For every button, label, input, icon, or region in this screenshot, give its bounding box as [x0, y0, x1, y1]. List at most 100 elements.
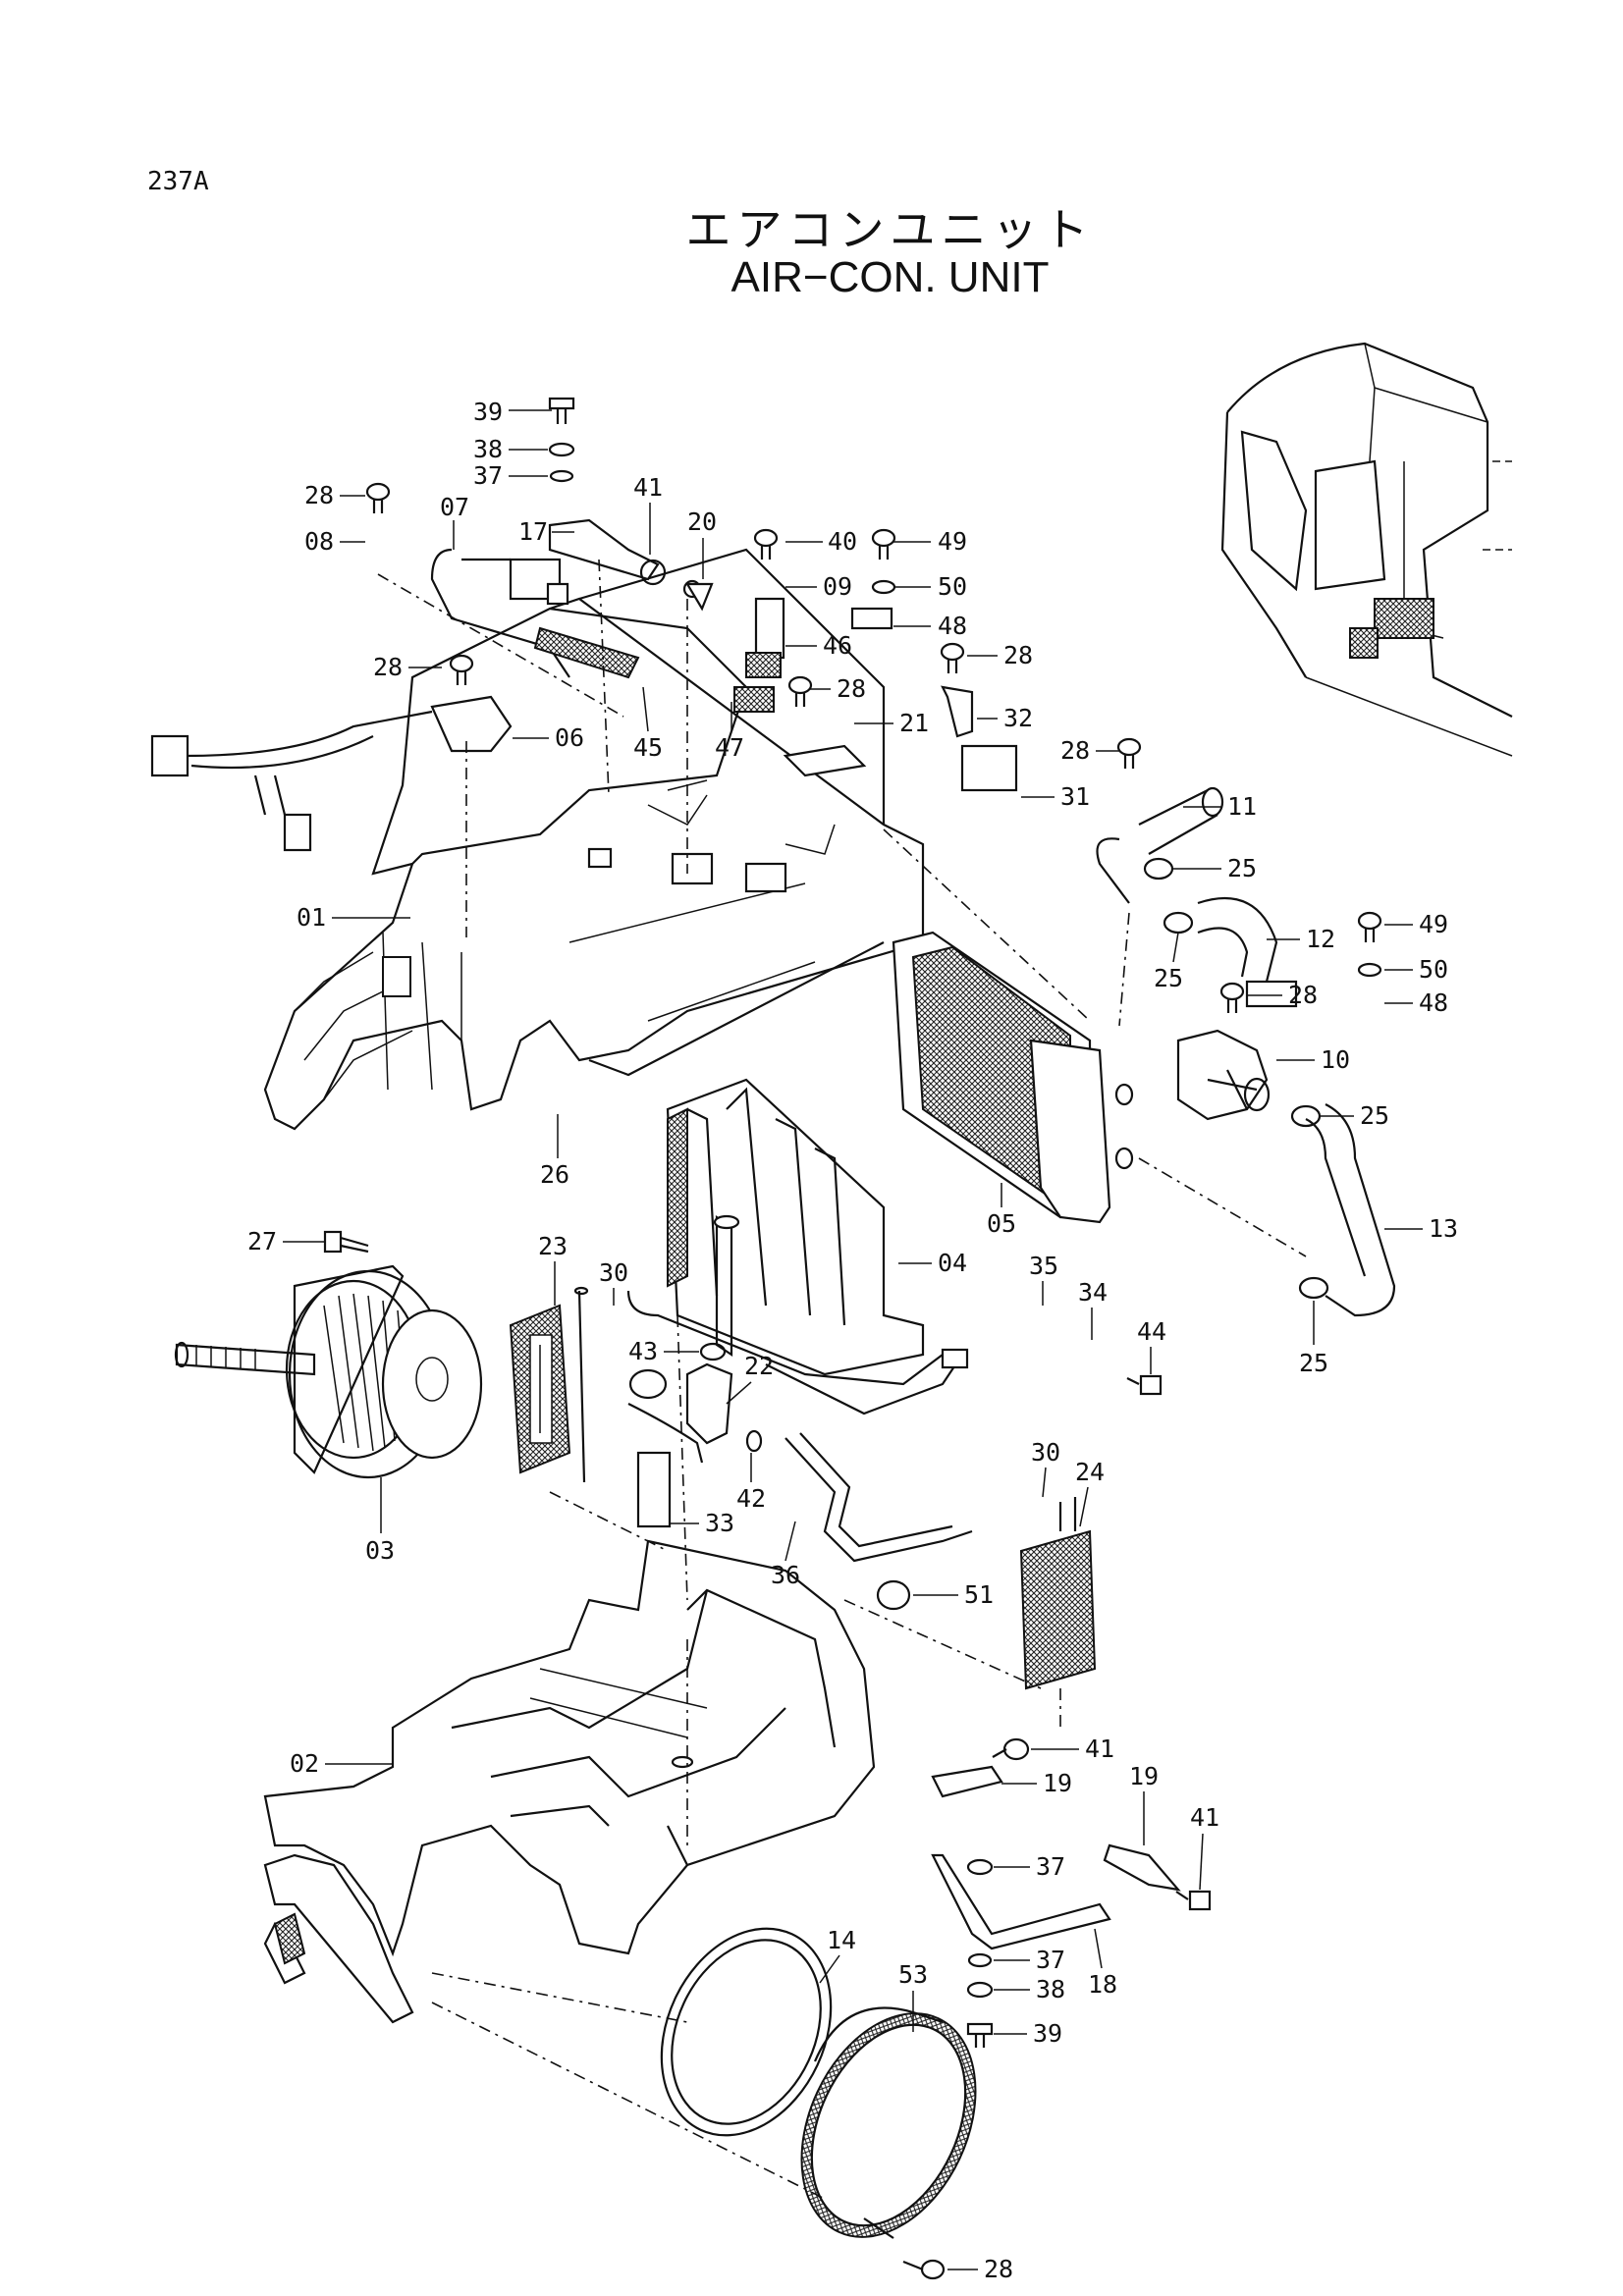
callout-label: 41	[1190, 1803, 1219, 1832]
callout-label: 42	[736, 1484, 766, 1513]
callout-label: 30	[1031, 1438, 1060, 1467]
callout-label: 41	[633, 473, 663, 502]
callout-label: 41	[1085, 1735, 1114, 1763]
callout-label: 26	[540, 1160, 569, 1189]
callout-label: 50	[938, 572, 967, 601]
callout-label: 28	[373, 653, 403, 681]
callout-07: 07	[440, 493, 469, 550]
callout-32: 32	[977, 704, 1033, 732]
callout-23: 23	[538, 1232, 568, 1306]
callout-39b: 39	[994, 2019, 1062, 2048]
assembly-lines	[377, 559, 1307, 2200]
callout-28e: 28	[1060, 736, 1119, 765]
callout-01: 01	[297, 903, 410, 932]
valve-22	[627, 1362, 733, 1464]
callout-28c: 28	[373, 653, 442, 681]
heater-core-05	[892, 931, 1134, 1224]
callout-label: 28	[984, 2255, 1013, 2283]
callout-25d: 25	[1298, 1276, 1328, 1377]
callout-label: 28	[304, 481, 334, 509]
callout-label: 39	[1033, 2019, 1062, 2048]
callout-25c: 25	[1290, 1101, 1389, 1130]
callout-label: 32	[1003, 704, 1033, 732]
callout-label: 21	[899, 709, 929, 737]
duct-53	[800, 2006, 977, 2239]
callout-18: 18	[1088, 1928, 1117, 1999]
callout-36: 36	[771, 1521, 800, 1589]
callout-37c: 37	[967, 1946, 1065, 1974]
bracket-18	[931, 1853, 1111, 1950]
callout-label: 05	[987, 1209, 1016, 1238]
callout-label: 34	[1078, 1278, 1108, 1307]
callout-05: 05	[987, 1183, 1016, 1238]
callout-06: 06	[513, 723, 584, 752]
callout-label: 20	[687, 507, 717, 536]
callout-label: 11	[1227, 792, 1257, 821]
callout-37a: 37	[473, 461, 574, 490]
callout-label: 03	[365, 1536, 395, 1565]
callout-label: 17	[518, 517, 548, 546]
callout-label: 30	[599, 1258, 628, 1287]
callout-label: 48	[1419, 988, 1448, 1017]
callout-label: 40	[828, 527, 857, 556]
page-code: 237A	[147, 167, 209, 196]
callout-label: 04	[938, 1249, 967, 1277]
title-japanese: エアコンユニット	[685, 203, 1095, 256]
callout-label: 28	[1288, 981, 1318, 1009]
callout-50a: 50	[871, 572, 967, 601]
filter-24	[1019, 1497, 1097, 1690]
callout-label: 47	[715, 733, 744, 762]
callout-21: 21	[854, 709, 929, 737]
callout-48b: 48	[1384, 988, 1448, 1017]
callout-label: 38	[473, 435, 503, 463]
callout-41c: 41	[1190, 1803, 1219, 1891]
callout-label: 35	[1029, 1252, 1058, 1280]
callout-label: 51	[964, 1580, 994, 1609]
hose-11	[1096, 786, 1224, 904]
callout-label: 38	[1036, 1975, 1065, 2003]
callout-35: 35	[1029, 1252, 1058, 1306]
callout-04: 04	[898, 1249, 967, 1277]
callout-label: 36	[771, 1561, 800, 1589]
callout-label: 45	[633, 733, 663, 762]
callout-45: 45	[633, 686, 663, 762]
evaporator-04	[626, 1078, 969, 1415]
callout-label: 13	[1429, 1214, 1458, 1243]
callout-label: 09	[823, 572, 852, 601]
callout-02: 02	[290, 1749, 393, 1778]
callout-28g: 28	[947, 2255, 1013, 2283]
callout-26: 26	[540, 1114, 569, 1189]
ring-14	[660, 1927, 833, 2137]
callout-label: 27	[247, 1227, 277, 1255]
excavator-cab-thumbnail	[1220, 342, 1513, 757]
callout-43: 43	[628, 1337, 727, 1365]
callout-09: 09	[785, 572, 852, 601]
callout-label: 28	[1060, 736, 1090, 765]
callout-label: 10	[1321, 1045, 1350, 1074]
callout-47: 47	[715, 702, 744, 762]
callout-40: 40	[785, 527, 857, 556]
callout-label: 18	[1088, 1970, 1117, 1999]
callout-label: 37	[1036, 1946, 1065, 1974]
callout-28a: 28	[304, 481, 365, 509]
callout-30a: 30	[599, 1258, 628, 1306]
callout-14: 14	[819, 1926, 856, 1984]
callout-03: 03	[365, 1477, 395, 1565]
callout-label: 31	[1060, 782, 1090, 811]
callout-24: 24	[1075, 1458, 1105, 1527]
bracket-19	[931, 1765, 1181, 1892]
callout-13: 13	[1384, 1214, 1458, 1243]
callout-label: 28	[1003, 641, 1033, 669]
top-small-parts	[430, 518, 1298, 1008]
callout-label: 33	[705, 1509, 734, 1537]
pipe-36	[784, 1432, 973, 1563]
callout-22: 22	[726, 1352, 774, 1405]
callout-label: 23	[538, 1232, 568, 1260]
callout-label: 14	[827, 1926, 856, 1954]
callout-44: 44	[1137, 1317, 1166, 1374]
callout-25a: 25	[1143, 854, 1257, 882]
callouts: 39 38 37 28 08 07 17 41 20 40 09 49 50 4…	[247, 398, 1458, 2283]
callout-34: 34	[1078, 1278, 1108, 1340]
callout-46: 46	[785, 631, 852, 660]
